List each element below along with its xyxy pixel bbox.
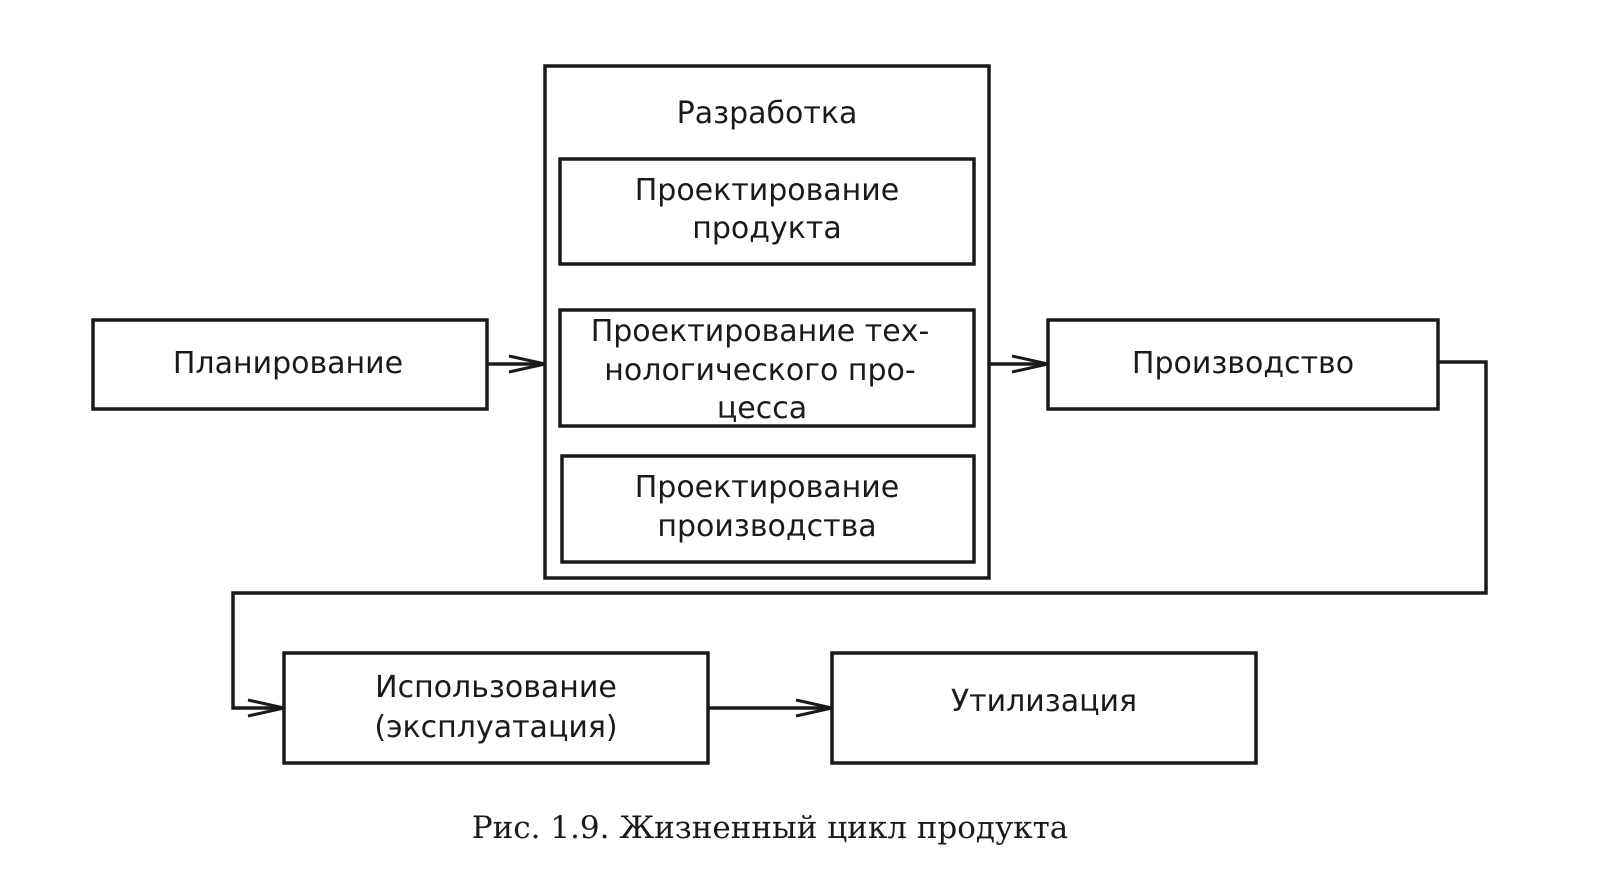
- usage-line-2: (эксплуатация): [374, 710, 617, 745]
- development-box: [543, 64, 991, 580]
- arrow-usage-to-disposal: [708, 698, 833, 718]
- planning-label: Планирование: [173, 346, 403, 381]
- disposal-label: Утилизация: [951, 684, 1137, 719]
- process-design-line-3: цесса: [717, 391, 807, 426]
- process-design-line-2: нологического про-: [604, 353, 915, 388]
- process-design-box: [558, 308, 976, 428]
- production-group: Производство: [1046, 318, 1440, 411]
- usage-line-1: Использование: [375, 670, 617, 705]
- production-design-line-2: производства: [657, 509, 876, 544]
- planning-group: Планирование: [91, 318, 489, 411]
- arrow-development-to-production: [989, 354, 1049, 374]
- process-design-line-1: Проектирование тех-: [591, 314, 930, 349]
- development-group: Разработка Проектирование продукта Проек…: [543, 64, 991, 580]
- product-design-line-2: продукта: [692, 211, 842, 246]
- figure-caption: Рис. 1.9. Жизненный цикл продукта: [472, 810, 1069, 846]
- usage-group: Использование (эксплуатация): [282, 651, 710, 765]
- product-design-box: [558, 157, 976, 266]
- production-design-box: [560, 454, 976, 564]
- production-design-line-1: Проектирование: [635, 470, 900, 505]
- product-design-line-1: Проектирование: [635, 173, 900, 208]
- production-label: Производство: [1132, 346, 1354, 381]
- arrow-production-to-usage: [231, 360, 1488, 718]
- development-title: Разработка: [677, 96, 858, 131]
- disposal-group: Утилизация: [830, 651, 1258, 765]
- arrow-planning-to-development: [487, 354, 546, 374]
